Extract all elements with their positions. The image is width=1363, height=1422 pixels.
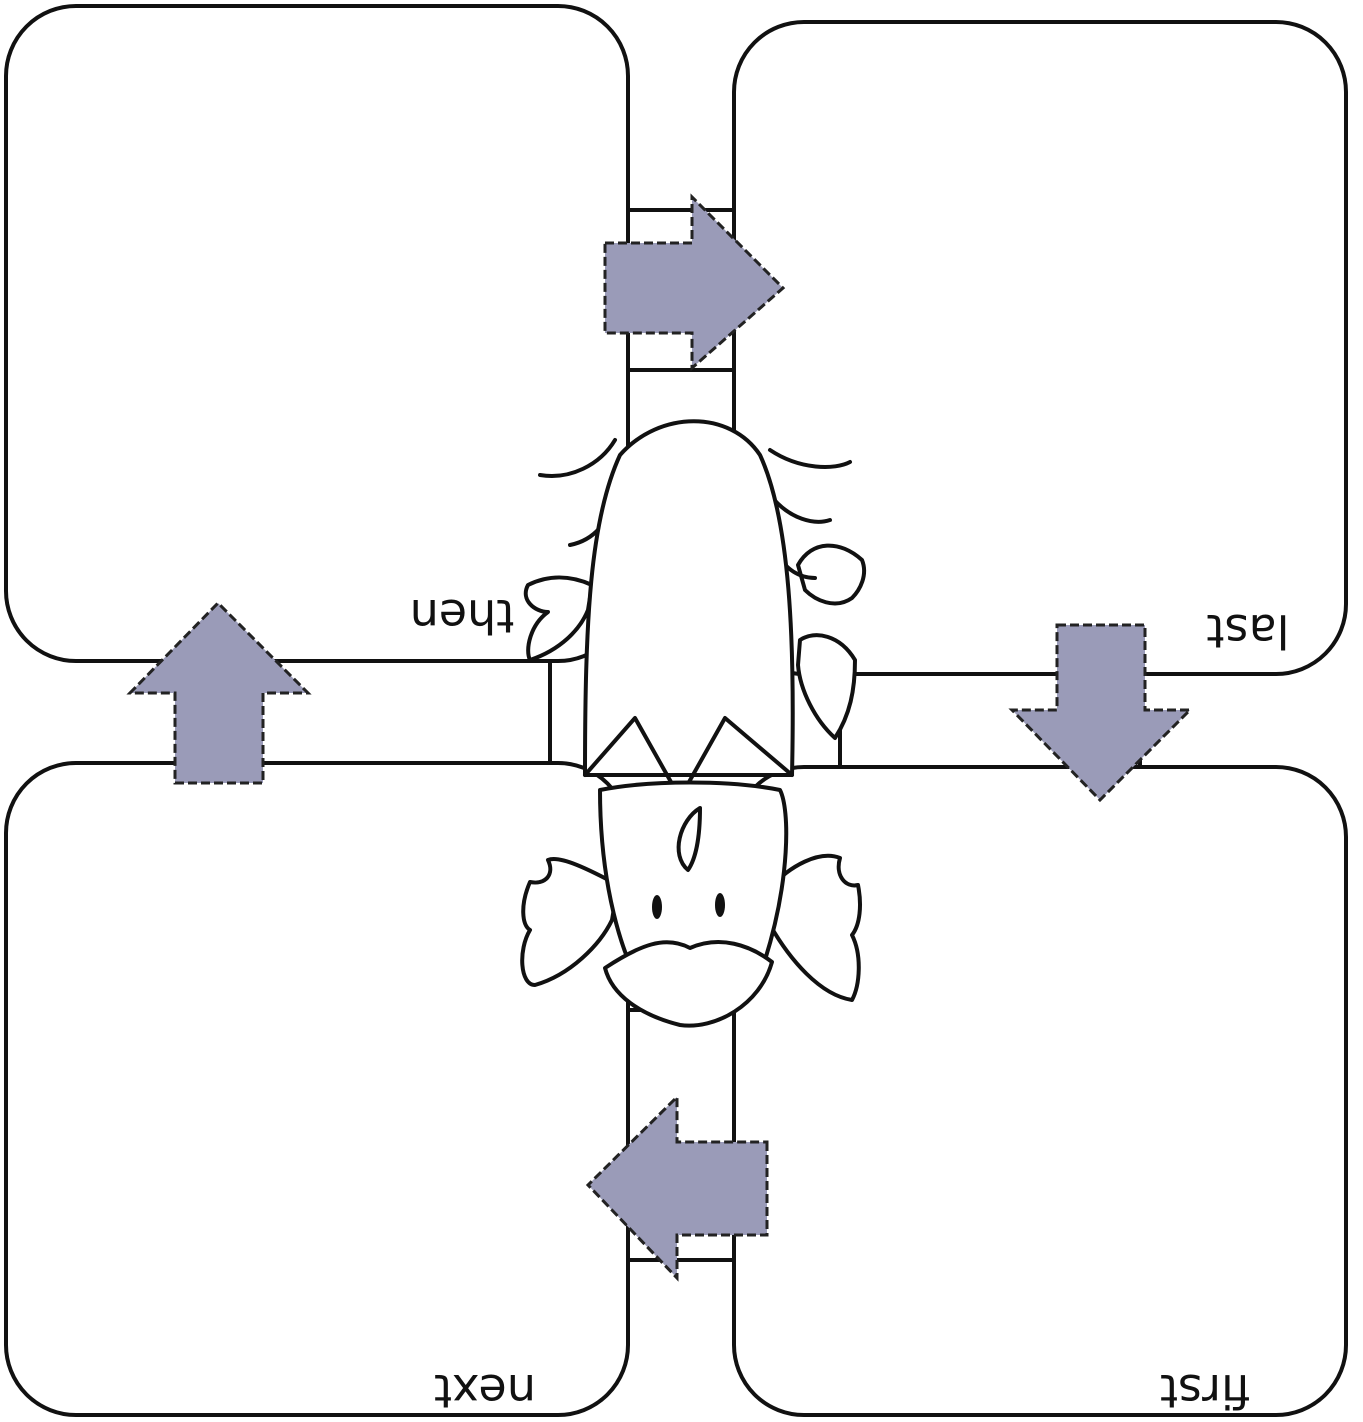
- arrow-right-icon: [603, 193, 786, 372]
- panel-label: last: [1207, 604, 1290, 658]
- cartoon-character-icon: [520, 419, 867, 1028]
- panel-top-left: [4, 4, 630, 663]
- arrow-down-icon: [1008, 623, 1194, 803]
- arrow-up-icon: [126, 600, 312, 785]
- panel-bottom-right: [732, 765, 1348, 1417]
- panel-label: next: [434, 1364, 536, 1418]
- arrow-left-icon: [585, 1093, 769, 1282]
- panel-bottom-left: [4, 761, 630, 1417]
- connector-left: [248, 653, 552, 767]
- panel-label: first: [1160, 1364, 1250, 1418]
- panel-label: then: [410, 589, 515, 643]
- panel-top-right: [732, 20, 1348, 676]
